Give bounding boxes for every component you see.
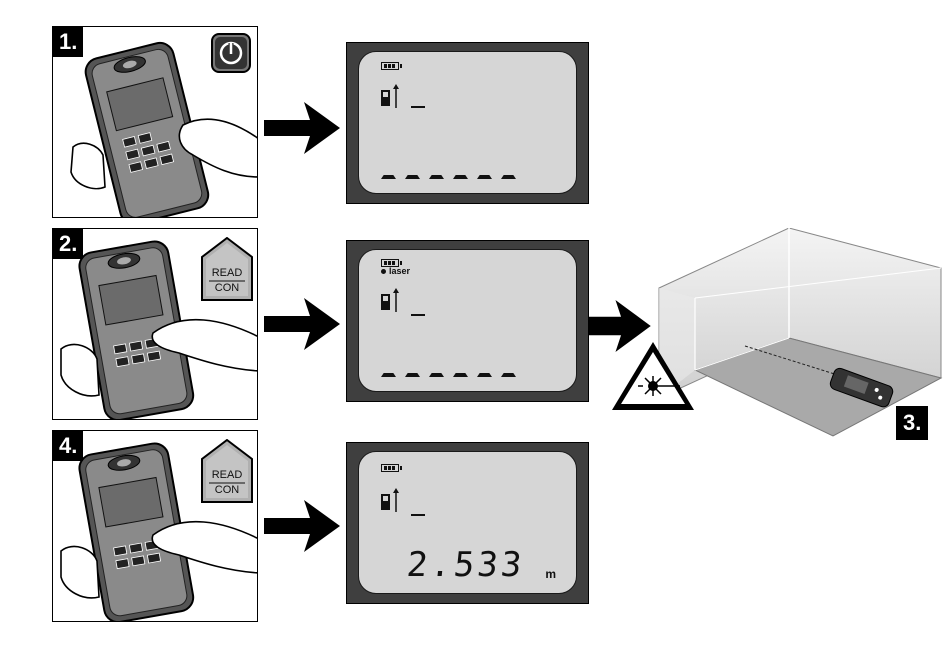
read-con-icon: READ CON [201, 237, 253, 301]
laser-warning-icon [610, 340, 696, 412]
step-4-label: 4. [53, 431, 83, 461]
lcd-panel: 2.533 m [358, 451, 577, 594]
distance-reading: 2.533 [405, 545, 527, 585]
read-con-icon: READ CON [201, 439, 253, 503]
power-icon [211, 33, 251, 73]
step-3-label: 3. [896, 406, 928, 440]
display-screen-3: 2.533 m [346, 442, 589, 604]
step-2-panel: 2. READ CON [52, 228, 258, 420]
battery-icon [381, 464, 399, 472]
step-2-label: 2. [53, 229, 83, 259]
con-label: CON [201, 283, 253, 294]
cursor-underscore [411, 314, 425, 316]
step-4-panel: 4. READ CON [52, 430, 258, 622]
measurement-dashes [381, 373, 516, 377]
lcd-panel: laser [358, 249, 577, 392]
laser-dot-icon [381, 269, 386, 274]
reference-rear-icon [379, 484, 409, 516]
reference-rear-icon [379, 284, 409, 316]
cursor-underscore [411, 514, 425, 516]
read-label: READ [201, 470, 253, 481]
laser-status: laser [389, 266, 410, 276]
distance-unit: m [545, 567, 556, 581]
lcd-panel [358, 51, 577, 194]
step-1-label: 1. [53, 27, 83, 57]
display-screen-1 [346, 42, 589, 204]
arrow-right-icon [264, 98, 340, 158]
arrow-right-icon [264, 294, 340, 354]
con-label: CON [201, 485, 253, 496]
read-label: READ [201, 268, 253, 279]
cursor-underscore [411, 106, 425, 108]
reference-rear-icon [379, 80, 409, 112]
measurement-dashes [381, 175, 516, 179]
battery-icon [381, 62, 399, 70]
step-1-panel: 1. [52, 26, 258, 218]
display-screen-2: laser [346, 240, 589, 402]
arrow-right-icon [264, 496, 340, 556]
